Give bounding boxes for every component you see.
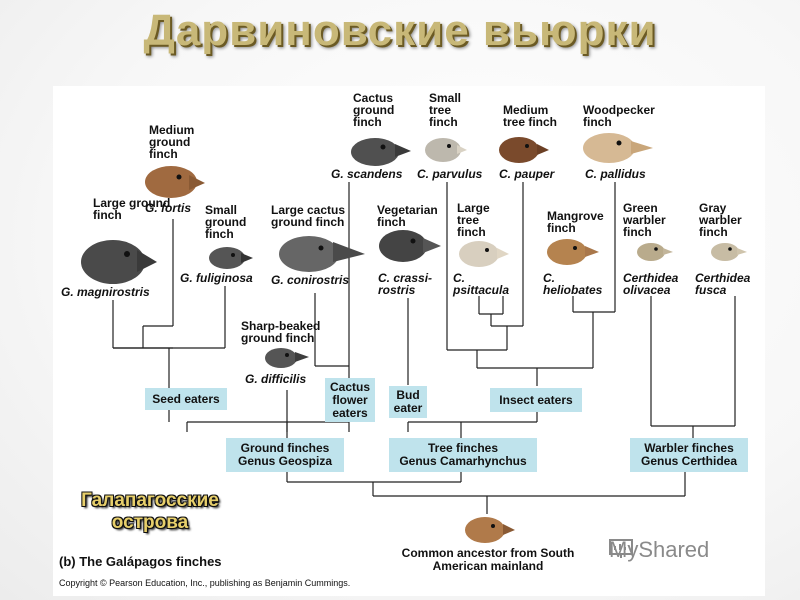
- genus-camarhynchus: Tree finches Genus Camarhynchus: [389, 438, 537, 472]
- bird-large-ground-finch-icon: [81, 240, 157, 284]
- species-common-small-tree-finch: Small tree finch: [429, 91, 462, 129]
- species-latin-large-ground-finch: G. magnirostris: [61, 285, 150, 299]
- species-latin-small-tree-finch: C. parvulus: [417, 167, 483, 181]
- slide-title: Дарвиновские вьюрки: [143, 6, 657, 55]
- group-insect-eaters: Insect eaters: [490, 388, 582, 412]
- bird-woodpecker-finch-icon: [583, 133, 653, 163]
- species-common-medium-ground-finch: Medium ground finch: [149, 123, 195, 161]
- genus-geospiza-common: Ground finches: [240, 441, 330, 455]
- bird-small-tree-finch-icon: [425, 138, 467, 162]
- species-common-vegetarian-finch: Vegetarian finch: [377, 203, 438, 229]
- species-common-cactus-ground-finch: Cactus ground finch: [353, 91, 395, 129]
- species-latin-large-tree-finch: C. psittacula: [453, 271, 510, 297]
- tree-lines: [81, 133, 747, 543]
- species-latin-medium-tree-finch: C. pauper: [499, 167, 555, 181]
- bird-mangrove-finch-icon: [547, 239, 599, 265]
- finch-phylogeny-diagram: Large ground finch G. magnirostris Mediu…: [53, 86, 765, 596]
- genus-geospiza-name: Genus Geospiza: [237, 454, 333, 468]
- species-latin-medium-ground-finch: G. fortis: [145, 201, 192, 215]
- species-common-sharp-beaked-ground-finch: Sharp-beaked ground finch: [241, 319, 321, 345]
- species-latin-woodpecker-finch: C. pallidus: [585, 167, 646, 181]
- genus-camarhynchus-common: Tree finches: [427, 441, 499, 455]
- species-latin-sharp-beaked-ground-finch: G. difficilis: [245, 372, 307, 386]
- species-common-green-warbler-finch: Green warbler finch: [623, 201, 666, 239]
- species-latin-vegetarian-finch: C. crassi-rostris: [378, 271, 433, 297]
- species-common-large-tree-finch: Large tree finch: [457, 201, 490, 239]
- species-common-gray-warbler-finch: Gray warbler finch: [699, 201, 742, 239]
- bird-large-tree-finch-icon: [459, 241, 509, 267]
- species-latin-small-ground-finch: G. fuliginosa: [180, 271, 253, 285]
- species-common-large-ground-finch: Large ground finch: [93, 196, 171, 222]
- species-latin-mangrove-finch: C. heliobates: [543, 271, 603, 297]
- presentation-icon: [609, 539, 633, 558]
- species-common-mangrove-finch: Mangrove finch: [547, 209, 604, 235]
- bird-gray-warbler-finch-icon: [711, 243, 747, 261]
- bird-sharp-beaked-ground-finch-icon: [265, 348, 309, 368]
- common-ancestor-label: Common ancestor from South American main…: [401, 546, 575, 573]
- bird-vegetarian-finch-icon: [379, 230, 441, 262]
- bird-large-cactus-ground-finch-icon: [279, 236, 365, 272]
- genus-certhidea: Warbler finches Genus Certhidea: [630, 438, 748, 472]
- figure-caption: (b) The Galápagos finches: [59, 554, 222, 569]
- species-common-woodpecker-finch: Woodpecker finch: [583, 103, 655, 129]
- genus-camarhynchus-name: Genus Camarhynchus: [399, 454, 527, 468]
- genus-certhidea-name: Genus Certhidea: [640, 454, 738, 468]
- group-seed-eaters: Seed eaters: [145, 388, 227, 410]
- species-latin-large-cactus-ground-finch: G. conirostris: [271, 273, 350, 287]
- bird-medium-tree-finch-icon: [499, 137, 549, 163]
- species-common-small-ground-finch: Small ground finch: [205, 203, 247, 241]
- watermark: MyShared: [609, 537, 709, 563]
- genus-geospiza: Ground finches Genus Geospiza: [226, 438, 344, 472]
- bird-common-ancestor-icon: [465, 517, 515, 543]
- group-cactus-flower-eaters: Cactus flower eaters: [325, 378, 375, 422]
- bird-cactus-ground-finch-icon: [351, 138, 411, 166]
- bird-green-warbler-finch-icon: [637, 243, 673, 261]
- bird-small-ground-finch-icon: [209, 247, 253, 269]
- species-latin-green-warbler-finch: Certhidea olivacea: [623, 271, 679, 297]
- genus-certhidea-common: Warbler finches: [644, 441, 734, 455]
- species-common-large-cactus-ground-finch: Large cactus ground finch: [271, 203, 346, 229]
- group-bud-eater: Bud eater: [389, 386, 427, 418]
- species-latin-cactus-ground-finch: G. scandens: [331, 167, 403, 181]
- species-latin-gray-warbler-finch: Certhidea fusca: [695, 271, 751, 297]
- species-common-medium-tree-finch: Medium tree finch: [503, 103, 558, 129]
- islands-label: Галапагосские острова: [81, 490, 219, 533]
- copyright-notice: Copyright © Pearson Education, Inc., pub…: [59, 578, 351, 588]
- bird-medium-ground-finch-icon: [145, 166, 205, 198]
